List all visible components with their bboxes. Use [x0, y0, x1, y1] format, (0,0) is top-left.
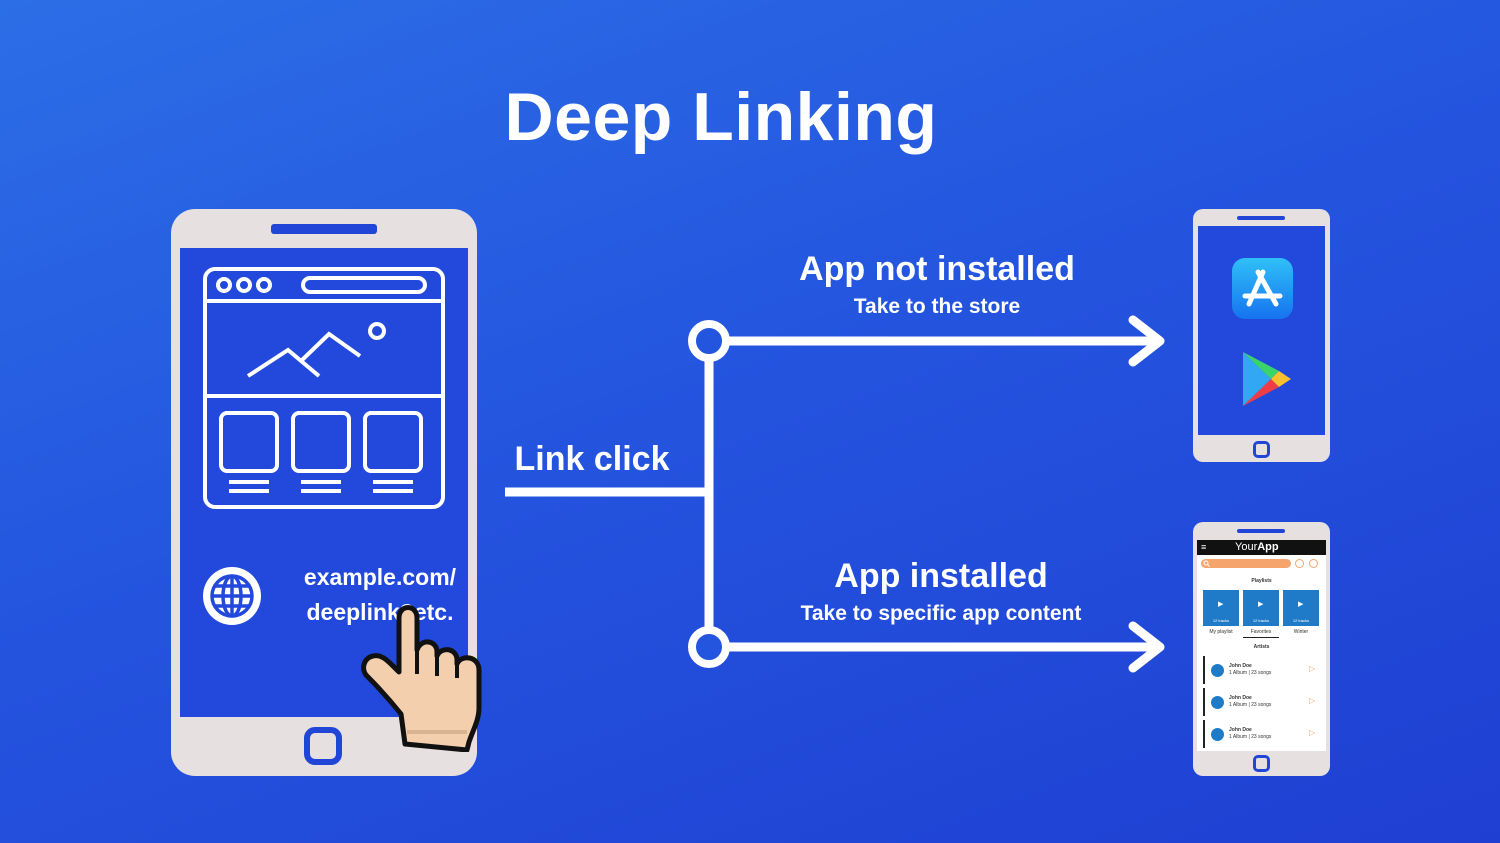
artist-meta: 1 Album | 23 songs — [1229, 734, 1272, 740]
diagram-title: Deep Linking — [504, 79, 938, 155]
artist-name: John Doe — [1229, 727, 1252, 733]
artists-heading: Artists — [1253, 644, 1270, 650]
profile-icon[interactable] — [1309, 559, 1318, 568]
source-phone: example.com/ deeplink?etc. — [171, 209, 477, 776]
app-phone: ≡ YourApp Playlists ▶ 12 tracks ▶ 12 tra… — [1193, 522, 1330, 776]
app-store-icon[interactable] — [1232, 258, 1293, 319]
store-phone — [1193, 209, 1330, 462]
home-button — [1253, 755, 1270, 772]
top-arrowhead-icon — [1128, 315, 1165, 367]
playlist-tile[interactable]: ▶ 12 tracks — [1283, 590, 1319, 626]
branch-not-installed: App not installed Take to the store — [760, 250, 1114, 319]
branch-installed-title: App installed — [834, 557, 1048, 595]
artist-avatar — [1211, 728, 1224, 741]
artist-row[interactable]: John Doe 1 Album | 23 songs ▷ — [1203, 720, 1323, 748]
deeplink-url-line2[interactable]: deeplink?etc. — [306, 599, 454, 625]
artist-avatar — [1211, 696, 1224, 709]
artist-name: John Doe — [1229, 663, 1252, 669]
app-header: ≡ YourApp — [1197, 540, 1326, 555]
playlist-tracks: 12 tracks — [1292, 618, 1310, 623]
playlist-tile[interactable]: ▶ 12 tracks — [1243, 590, 1279, 626]
search-icon — [1203, 560, 1210, 567]
playlist-tracks: 12 tracks — [1252, 618, 1270, 623]
playlist-tile[interactable]: ▶ 12 tracks — [1203, 590, 1239, 626]
artist-name: John Doe — [1229, 695, 1252, 701]
top-branch-node — [688, 320, 730, 362]
browser-window-icon — [203, 267, 445, 509]
home-button — [304, 727, 342, 765]
playlist-name: My playlist — [1209, 629, 1233, 635]
settings-icon[interactable] — [1295, 559, 1304, 568]
google-play-icon[interactable] — [1241, 350, 1293, 408]
play-icon[interactable]: ▷ — [1309, 664, 1316, 673]
play-icon: ▶ — [1298, 601, 1304, 608]
play-icon: ▶ — [1218, 601, 1224, 608]
bottom-arrowhead-icon — [1128, 621, 1165, 673]
phone-speaker — [1237, 529, 1285, 533]
link-click-label: Link click — [514, 440, 670, 478]
phone-speaker — [271, 224, 377, 234]
bottom-branch-node — [688, 626, 730, 668]
artist-meta: 1 Album | 23 songs — [1229, 670, 1272, 676]
playlist-name: Favorites — [1250, 629, 1272, 635]
artist-row[interactable]: John Doe 1 Album | 23 songs ▷ — [1203, 688, 1323, 716]
phone-speaker — [1237, 216, 1285, 220]
branch-not-installed-subtitle: Take to the store — [853, 295, 1021, 318]
play-icon: ▶ — [1258, 601, 1264, 608]
deeplink-url-line1: example.com/ — [303, 564, 457, 590]
artist-row[interactable]: John Doe 1 Album | 23 songs ▷ — [1203, 656, 1323, 684]
pointing-hand-icon — [361, 605, 482, 752]
artist-meta: 1 Album | 23 songs — [1229, 702, 1272, 708]
store-phone-screen — [1198, 226, 1325, 435]
selected-indicator — [1243, 637, 1279, 638]
play-icon[interactable]: ▷ — [1309, 696, 1316, 705]
globe-icon — [203, 567, 261, 625]
play-icon[interactable]: ▷ — [1309, 728, 1316, 737]
branch-not-installed-title: App not installed — [799, 250, 1075, 288]
playlist-tracks: 12 tracks — [1212, 618, 1230, 623]
source-phone-screen: example.com/ deeplink?etc. — [180, 248, 468, 717]
branch-installed-subtitle: Take to specific app content — [800, 602, 1082, 625]
home-button — [1253, 441, 1270, 458]
playlists-heading: Playlists — [1251, 578, 1272, 584]
menu-icon[interactable]: ≡ — [1201, 542, 1207, 552]
app-screen: ≡ YourApp Playlists ▶ 12 tracks ▶ 12 tra… — [1197, 540, 1326, 751]
app-name: YourApp — [1235, 541, 1279, 553]
search-input[interactable] — [1201, 559, 1291, 568]
artist-avatar — [1211, 664, 1224, 677]
playlist-name: Winter — [1293, 629, 1309, 635]
branch-installed: App installed Take to specific app conte… — [760, 557, 1122, 626]
